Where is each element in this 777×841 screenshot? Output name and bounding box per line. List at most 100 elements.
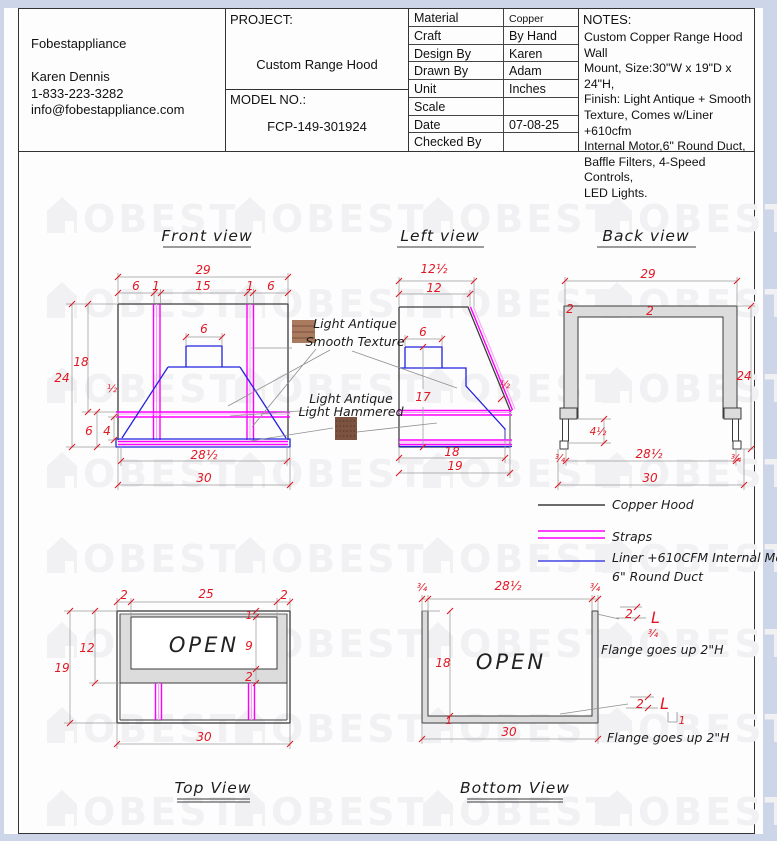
- back-dim-top: 2: [646, 304, 654, 318]
- back-dim-total-width: 30: [642, 471, 658, 485]
- bottom-dim-flange-right: ¾: [590, 582, 601, 594]
- project-value: Custom Range Hood: [256, 57, 378, 72]
- back-dim-corner: 2: [566, 302, 574, 316]
- company-info-cell: Fobestappliance Karen Dennis 1-833-223-3…: [19, 9, 226, 151]
- left-dim-depth-inner: 18: [444, 445, 460, 459]
- legend-liner-label-2: 6" Round Duct: [612, 569, 704, 584]
- notes-text: Custom Copper Range Hood Wall Mount, Siz…: [584, 30, 752, 200]
- company-name: Fobestappliance: [31, 36, 127, 51]
- legend: Copper Hood Straps Liner +610CFM Interna…: [538, 497, 777, 584]
- drawing-sheet: [4, 8, 763, 834]
- left-dim-liner-height: 17: [415, 390, 431, 404]
- front-dim-seg3: 15: [195, 279, 210, 293]
- watermark: [235, 537, 427, 581]
- watermark: [235, 790, 427, 834]
- bottom-view: Bottom View OPEN ¾ 28½ ¾ 18 1 30 2 L ¾ F…: [417, 579, 730, 803]
- bottom-dim-one: 1: [679, 715, 686, 727]
- smooth-texture-label-1: Light Antique: [313, 316, 397, 331]
- watermark: [47, 537, 239, 581]
- left-dim-half: ½: [500, 379, 510, 391]
- bottom-dim-wall-bot: 2: [636, 697, 644, 711]
- top-view-open-label: OPEN: [169, 633, 239, 657]
- bottom-dim-flange-frac: ¾: [648, 628, 659, 640]
- front-dim-height-body: 18: [73, 355, 89, 369]
- back-dim-height: 24: [736, 369, 751, 383]
- watermark: [602, 452, 777, 496]
- watermark: [423, 367, 615, 411]
- bottom-dim-height: 18: [435, 656, 451, 670]
- front-view: Front view 29 6 1 15 1 6 24 18 ½ 6 4 6 2…: [54, 227, 294, 490]
- bottom-view-title: Bottom View: [460, 779, 570, 797]
- legend-straps-line: [538, 530, 605, 539]
- front-dim-inner-width: 28½: [191, 448, 218, 462]
- bottom-l-mark-top: L: [651, 608, 660, 627]
- notes-label: NOTES:: [583, 12, 632, 27]
- title-block: Fobestappliance Karen Dennis 1-833-223-3…: [18, 8, 755, 200]
- top-dim-opening: 25: [198, 587, 213, 601]
- back-view-title: Back view: [602, 227, 689, 245]
- bottom-dim-inner-width: 28½: [495, 579, 522, 593]
- top-view: Top View OPEN 2 25 2 19 12 1 9 2 30: [54, 587, 294, 803]
- top-dim-depth-gray: 12: [79, 641, 94, 655]
- front-dim-width: 29: [195, 263, 210, 277]
- front-view-title: Front view: [161, 227, 252, 245]
- left-dim-depth-top: 12: [426, 281, 441, 295]
- watermark: [47, 707, 239, 751]
- top-dim-edge-right: 2: [280, 588, 288, 602]
- hammered-texture-label-2: Light Hammered: [298, 404, 403, 419]
- model-value: FCP-149-301924: [267, 119, 367, 134]
- front-dim-band-inner: 4: [103, 424, 111, 438]
- project-label: PROJECT:: [230, 12, 293, 27]
- watermark: [423, 537, 615, 581]
- watermark: [235, 197, 427, 241]
- back-dim-leg: 4½: [590, 426, 607, 438]
- back-dim-foot-left: ¾: [555, 453, 566, 465]
- top-dim-depth-total: 19: [54, 661, 69, 675]
- legend-liner-label-1: Liner +610CFM Internal Motor: [612, 550, 777, 565]
- top-dim-edge-left: 2: [120, 588, 128, 602]
- table-row: Checked By: [409, 133, 578, 151]
- front-dim-seg2: 1: [152, 279, 160, 293]
- front-dim-half: ½: [107, 383, 117, 395]
- bottom-dim-total-width: 30: [501, 725, 517, 739]
- left-dim-depth-outer: 12½: [421, 262, 448, 276]
- left-dim-depth-total: 19: [447, 459, 462, 473]
- notes-cell: NOTES: Custom Copper Range Hood Wall Mou…: [579, 9, 754, 200]
- smooth-texture-label-2: Smooth Texture: [305, 334, 404, 349]
- back-dim-inner-width: 28½: [636, 447, 663, 461]
- front-dim-seg4: 1: [246, 279, 254, 293]
- front-dim-duct: 6: [200, 322, 208, 336]
- top-view-opening: [130, 616, 278, 670]
- watermark: [602, 790, 777, 834]
- contact-phone: 1-833-223-3282: [31, 85, 124, 101]
- front-dim-total-width: 30: [196, 471, 212, 485]
- left-view-title: Left view: [400, 227, 479, 245]
- front-dim-seg1: 6: [132, 279, 140, 293]
- hammered-texture-swatch: [335, 417, 357, 440]
- top-dim-border-bottom: 2: [245, 670, 253, 684]
- bottom-view-open-label: OPEN: [476, 650, 546, 674]
- back-view: Back view 29 2 2 24 4½ ¾ 28½ ¾ 30: [554, 227, 755, 490]
- legend-straps-label: Straps: [612, 529, 653, 544]
- left-dim-duct: 6: [419, 325, 427, 339]
- watermark: [423, 282, 615, 326]
- table-row: Scale: [409, 97, 578, 116]
- model-label: MODEL NO.:: [230, 92, 307, 107]
- flange-note-bottom: Flange goes up 2"H: [607, 730, 730, 745]
- watermark: [47, 367, 239, 411]
- left-view: Left view 12½ 12 6 17 ½ 18 19: [395, 227, 516, 478]
- legend-copper-label: Copper Hood: [612, 497, 694, 512]
- bottom-dim-flange-left: ¾: [417, 582, 428, 594]
- front-dim-band: 6: [85, 424, 93, 438]
- project-cell: PROJECT: Custom Range Hood MODEL NO.: FC…: [226, 9, 409, 151]
- top-dim-border-top: 1: [246, 610, 253, 622]
- texture-callouts: Light Antique Smooth Texture Light Antiq…: [227, 316, 458, 442]
